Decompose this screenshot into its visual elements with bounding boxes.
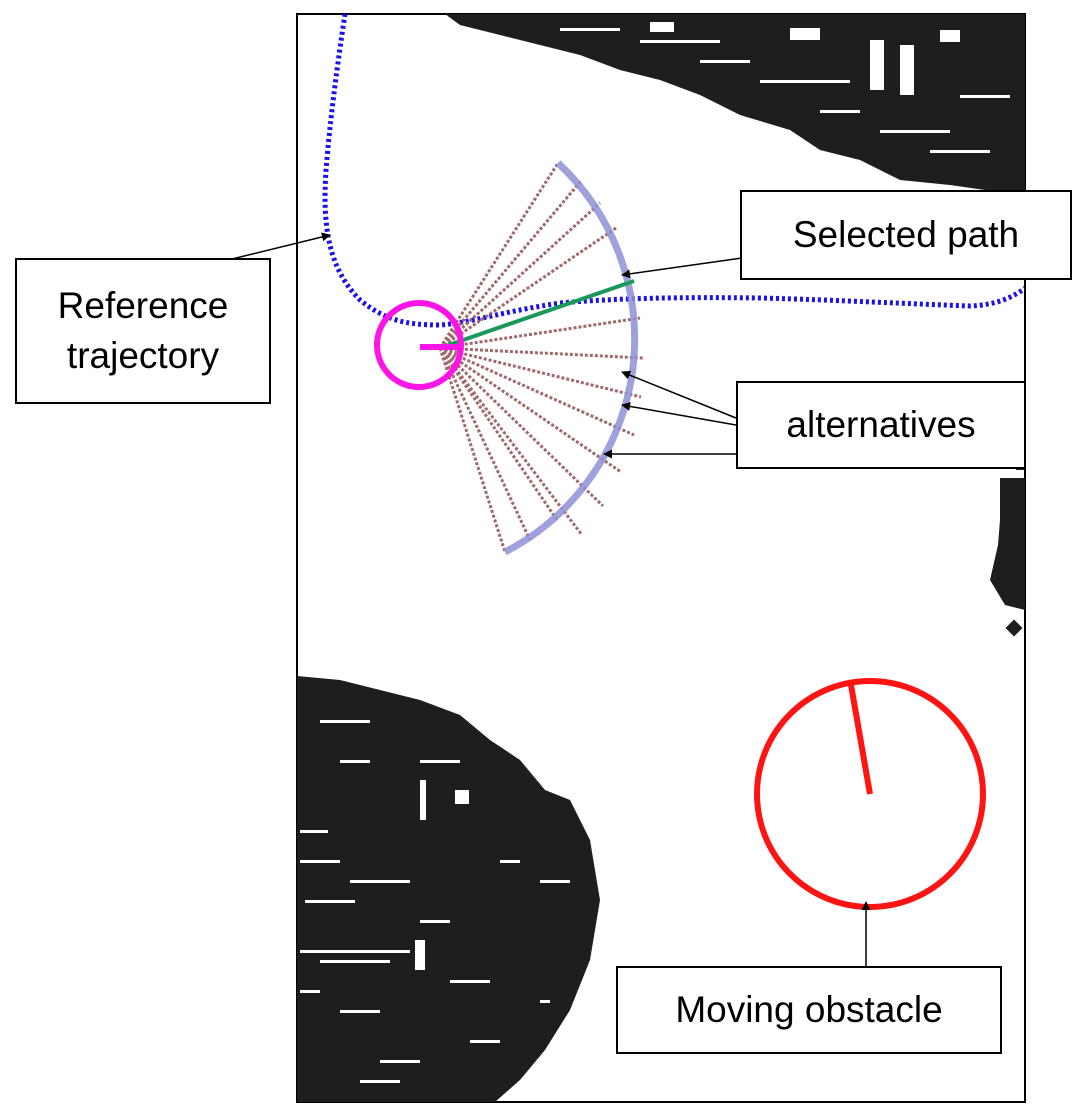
alternative-path bbox=[438, 162, 560, 349]
alternative-path bbox=[438, 347, 507, 553]
alternative-path bbox=[439, 346, 622, 474]
alternative-path bbox=[439, 346, 642, 399]
alternative-path bbox=[438, 347, 584, 536]
alternatives-label: alternatives bbox=[736, 381, 1026, 469]
selected-path-text: Selected path bbox=[792, 214, 1020, 256]
moving-obstacle-text: Moving obstacle bbox=[675, 989, 943, 1031]
candidate-arc bbox=[503, 160, 639, 556]
annotation-arrows bbox=[227, 232, 871, 966]
alternative-path bbox=[438, 180, 583, 349]
alternative-path bbox=[438, 346, 605, 508]
reference-trajectory-path bbox=[322, 14, 1025, 328]
alternative-paths bbox=[438, 162, 644, 553]
arrow-selected-path bbox=[621, 257, 743, 279]
alternative-path bbox=[438, 347, 532, 541]
moving-obstacle-label: Moving obstacle bbox=[616, 966, 1002, 1054]
robot-circle-icon bbox=[374, 300, 464, 390]
reference-trajectory-text: Reference trajectory bbox=[57, 285, 229, 376]
obstacle-speck bbox=[1005, 619, 1023, 637]
reference-trajectory-label: Reference trajectory bbox=[15, 258, 271, 404]
arrow-alternatives-2 bbox=[621, 401, 737, 426]
alternative-path bbox=[438, 201, 602, 350]
alternative-path bbox=[439, 316, 641, 350]
obstacle-region-right bbox=[990, 478, 1025, 610]
arrow-alternatives-1 bbox=[621, 370, 737, 419]
selected-path-line bbox=[439, 279, 635, 350]
alternative-path bbox=[439, 226, 617, 350]
arrow-reference-trajectory bbox=[227, 232, 331, 261]
alternatives-text: alternatives bbox=[786, 404, 976, 446]
selected-path-label: Selected path bbox=[740, 190, 1072, 280]
alternative-path bbox=[439, 346, 644, 360]
alternative-path bbox=[439, 346, 635, 437]
obstacle-top-texture bbox=[560, 22, 1010, 153]
obstacle-region-bottom-left bbox=[297, 676, 600, 1102]
obstacle-bottom-texture bbox=[300, 720, 570, 1083]
